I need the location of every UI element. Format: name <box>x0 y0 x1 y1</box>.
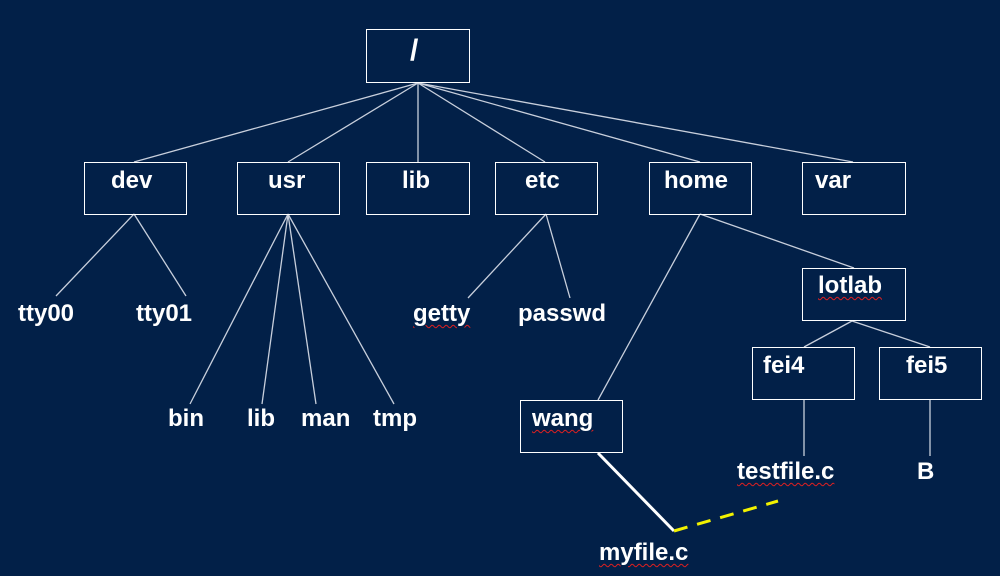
edge-root-home <box>417 82 701 163</box>
node-usr-lib-label: lib <box>247 405 275 432</box>
edge-wang-myfile <box>596 451 676 533</box>
node-dev-box <box>84 162 187 215</box>
node-home-label: home <box>664 167 729 194</box>
node-fei4-box <box>752 347 855 400</box>
node-lib-label: lib <box>402 167 430 194</box>
node-bin-label: bin <box>168 405 204 432</box>
edge-usr-lib <box>261 213 289 405</box>
edge-lotlab-fei5 <box>851 320 931 348</box>
node-getty-label: getty <box>413 300 471 327</box>
node-usr-box <box>237 162 340 215</box>
hard-link-dashed <box>673 499 779 533</box>
edge-root-etc <box>417 82 546 163</box>
edge-dev-tty00 <box>55 213 135 297</box>
node-fei5-label: fei5 <box>906 352 948 379</box>
node-dev-label: dev <box>111 167 153 194</box>
node-etc-label: etc <box>525 167 560 194</box>
edge-dev-tty01 <box>133 213 187 297</box>
node-fei5-box <box>879 347 982 400</box>
node-fei4-label: fei4 <box>763 352 805 379</box>
node-etc-box <box>495 162 598 215</box>
edge-usr-man <box>287 213 317 405</box>
node-man-label: man <box>301 405 351 432</box>
node-passwd-label: passwd <box>518 300 607 327</box>
node-wang-box <box>520 400 623 453</box>
edge-usr-tmp <box>287 213 395 405</box>
node-myfile-label: myfile.c <box>599 539 689 566</box>
node-lotlab-box <box>802 268 906 321</box>
node-testfile-label: testfile.c <box>737 458 835 485</box>
edge-etc-passwd <box>545 213 571 299</box>
node-lotlab-label: lotlab <box>818 272 882 299</box>
node-tty01-label: tty01 <box>136 300 193 327</box>
node-home-box <box>649 162 752 215</box>
node-var-label: var <box>815 167 852 194</box>
edge-root-usr <box>287 82 419 163</box>
node-usr-label: usr <box>268 167 306 194</box>
node-root-label: / <box>410 34 419 67</box>
edge-usr-bin <box>189 213 289 405</box>
edge-home-wang <box>597 213 701 401</box>
node-root-box <box>366 29 470 83</box>
edge-lotlab-fei4 <box>803 320 853 348</box>
node-wang-label: wang <box>532 405 594 432</box>
edge-root-var <box>417 82 854 163</box>
edge-home-lotlab <box>699 213 855 269</box>
node-B-label: B <box>917 458 935 485</box>
node-var-box <box>802 162 906 215</box>
node-tty00-label: tty00 <box>18 300 75 327</box>
edge-etc-getty <box>467 213 547 299</box>
node-lib-box <box>366 162 470 215</box>
node-tmp-label: tmp <box>373 405 417 432</box>
edge-root-dev <box>133 82 419 163</box>
